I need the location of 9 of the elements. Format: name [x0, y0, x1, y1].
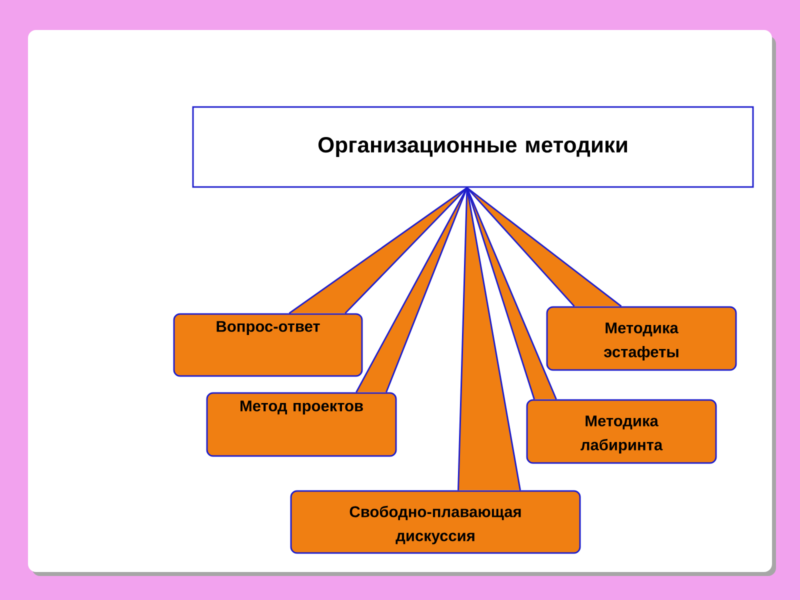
callout-box: Метод проектов	[206, 392, 397, 457]
callout-wedge	[288, 187, 468, 314]
callout-wedge	[466, 187, 622, 307]
callout-box: Вопрос-ответ	[173, 313, 363, 377]
callout-box: Методика эстафеты	[546, 306, 737, 371]
callout-wedge	[458, 188, 521, 490]
callout-box: Методика лабиринта	[526, 399, 717, 464]
callout-box: Свободно-плавающая дискуссия	[290, 490, 581, 554]
title-box: Организационные методики	[192, 106, 754, 188]
